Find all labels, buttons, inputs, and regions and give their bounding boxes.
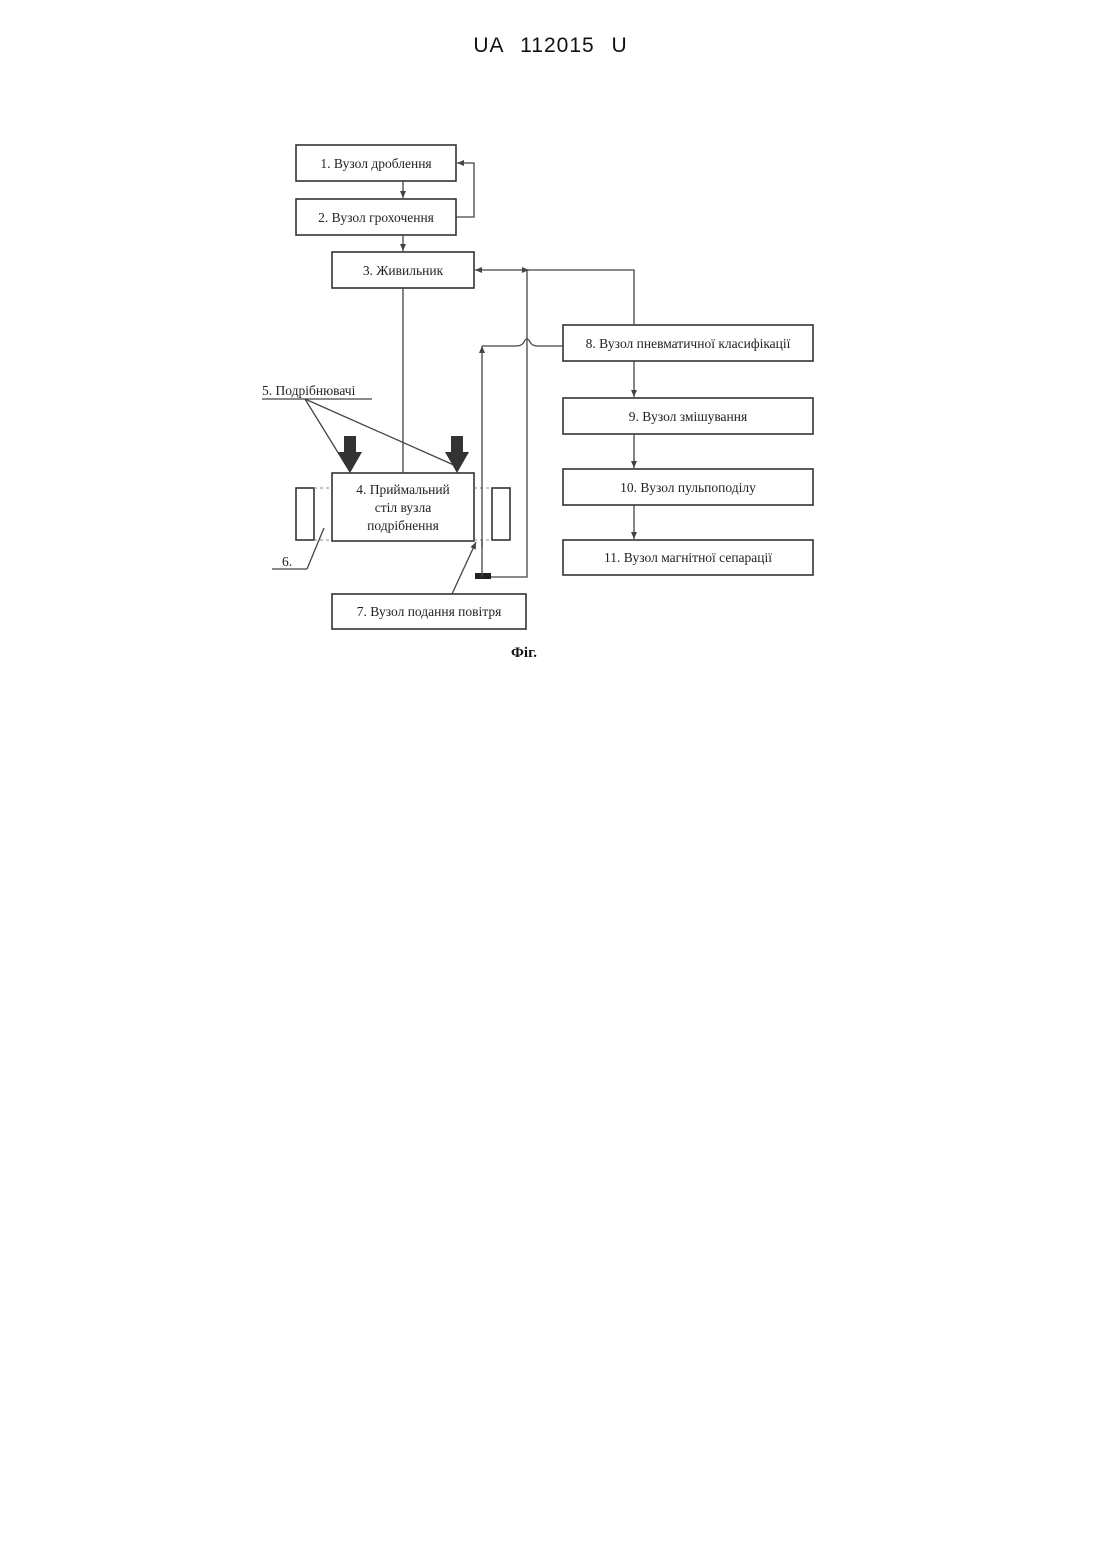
node-air-supply: 7. Вузол подання повітря bbox=[332, 594, 526, 629]
node-crushing-label: 1. Вузол дроблення bbox=[320, 156, 431, 171]
node-air-supply-label: 7. Вузол подання повітря bbox=[357, 604, 502, 619]
grinders-leader-right bbox=[305, 399, 456, 466]
right-side-plate bbox=[492, 488, 510, 540]
node-mixing: 9. Вузол змішування bbox=[563, 398, 813, 434]
node-pulp-label: 10. Вузол пульпоподілу bbox=[620, 480, 756, 495]
node-magnetic-separation: 11. Вузол магнітної сепарації bbox=[563, 540, 813, 575]
node-feeder: 3. Живильник bbox=[332, 252, 474, 288]
ref-6-label: 6. bbox=[282, 554, 292, 569]
node-table-label-2: стіл вузла bbox=[375, 500, 431, 515]
node-feeder-label: 3. Живильник bbox=[363, 263, 444, 278]
return-terminal-block bbox=[475, 573, 491, 579]
node-receiving-table: 4. Приймальний стіл вузла подрібнення bbox=[332, 473, 474, 541]
node-screening: 2. Вузол грохочення bbox=[296, 199, 456, 235]
arrow-classification-to-feeder bbox=[475, 270, 634, 325]
grinders-label: 5. Подрібнювачі bbox=[262, 383, 356, 398]
figure-caption: Фіг. bbox=[511, 645, 537, 661]
node-mixing-label: 9. Вузол змішування bbox=[629, 409, 747, 424]
node-table-label-3: подрібнення bbox=[367, 518, 439, 533]
arrow-screening-recycle bbox=[456, 163, 474, 217]
node-crushing: 1. Вузол дроблення bbox=[296, 145, 456, 181]
node-pulp-division: 10. Вузол пульпоподілу bbox=[563, 469, 813, 505]
node-screening-label: 2. Вузол грохочення bbox=[318, 210, 434, 225]
node-magnetic-label: 11. Вузол магнітної сепарації bbox=[604, 550, 772, 565]
node-pneumatic-classification: 8. Вузол пневматичної класифікації bbox=[563, 325, 813, 361]
arrow-air-to-table bbox=[452, 542, 476, 594]
node-pneumatic-label: 8. Вузол пневматичної класифікації bbox=[586, 336, 791, 351]
left-side-plate bbox=[296, 488, 314, 540]
grinder-arrow-left-icon bbox=[338, 436, 362, 473]
node-table-label-1: 4. Приймальний bbox=[356, 482, 450, 497]
line-to-classification bbox=[482, 339, 563, 346]
grinder-arrow-right-icon bbox=[445, 436, 469, 473]
